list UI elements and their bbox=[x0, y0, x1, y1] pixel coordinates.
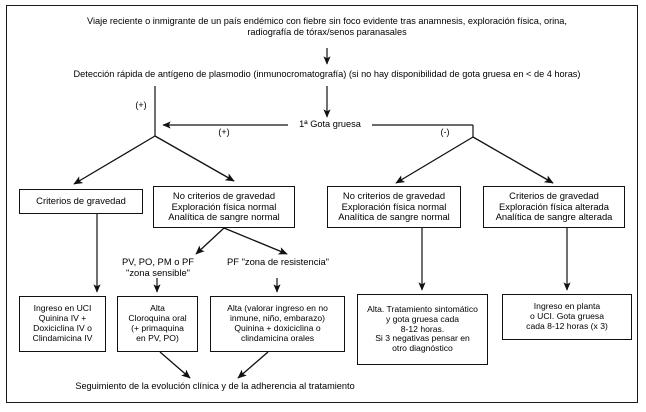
box-discharge-symptomatic[interactable]: Alta. Tratamiento sintomático y gota gru… bbox=[357, 294, 488, 365]
box-icu-admission[interactable]: Ingreso en UCI Quinina IV + Doxiciclina … bbox=[19, 296, 106, 352]
footer-followup-text: Seguimiento de la evolución clínica y de… bbox=[75, 381, 355, 391]
box-ward-or-icu-admission[interactable]: Ingreso en planta o UCI. Gota gruesa cad… bbox=[502, 294, 632, 340]
box-discharge-quinine-oral[interactable]: Alta (valorar ingreso en no inmune, niño… bbox=[210, 296, 345, 352]
header-step2-text: Detección rápida de antígeno de plasmodi… bbox=[73, 69, 581, 79]
label-sensitive-zone: PV, PO, PM o PF "zona sensible" bbox=[121, 256, 195, 278]
edge-label-antigen-positive: (+) bbox=[130, 100, 152, 111]
box-discharge-chloroquine[interactable]: Alta Cloroquina oral (+ primaquina en PV… bbox=[117, 296, 198, 352]
box-severity-criteria-right[interactable]: Criterios de gravedad Exploración física… bbox=[483, 186, 625, 228]
header-step3-thick-smear-text: 1ª Gota gruesa bbox=[299, 119, 361, 129]
edge-label-smear-positive: (+) bbox=[213, 127, 235, 138]
box-no-severity-criteria-right[interactable]: No criterios de gravedad Exploración fís… bbox=[327, 186, 461, 228]
box-severity-criteria-left[interactable]: Criterios de gravedad bbox=[19, 189, 143, 214]
box-no-severity-criteria-left[interactable]: No criterios de gravedad Exploración fís… bbox=[153, 186, 295, 228]
header-step1-text: Viaje reciente o inmigrante de un país e… bbox=[87, 16, 567, 37]
edge-label-smear-negative: (-) bbox=[434, 127, 456, 138]
label-resistance-zone: PF "zona de resistencia" bbox=[226, 256, 330, 267]
